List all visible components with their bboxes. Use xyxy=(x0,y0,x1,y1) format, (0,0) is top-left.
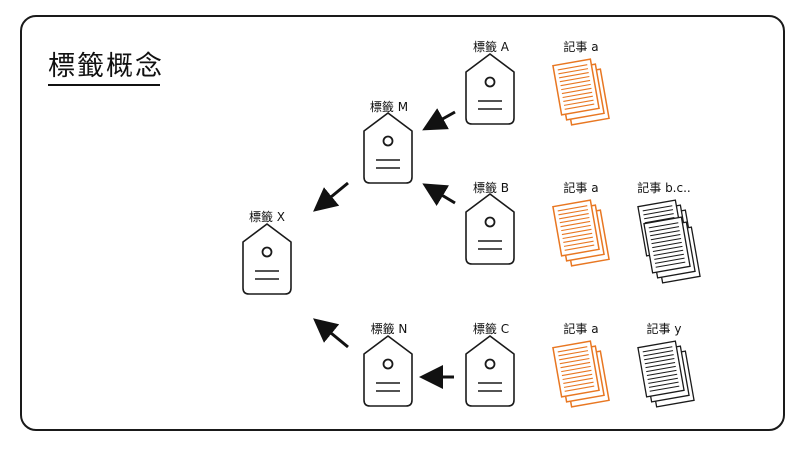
tag-x-icon xyxy=(242,223,292,295)
document-stack-icon xyxy=(553,59,609,125)
document-stack-icon xyxy=(638,341,694,407)
article-bc-label: 記事 b.c.. xyxy=(637,180,690,195)
document-stack-icon xyxy=(553,341,609,407)
tag-b-label: 標籤 B xyxy=(473,180,509,195)
article-a-row1-label: 記事 a xyxy=(563,39,598,54)
tag-m-icon xyxy=(363,112,413,184)
arrow-m-to-x xyxy=(313,181,349,212)
article-y-label: 記事 y xyxy=(647,321,682,336)
tag-c-label: 標籤 C xyxy=(473,321,509,336)
article-y: 記事 y xyxy=(638,321,694,407)
diagram-title: 標籤概念 xyxy=(48,51,164,82)
article-a-row2: 記事 a xyxy=(553,180,609,266)
tag-m: 標籤 M xyxy=(363,99,413,184)
arrow-n-to-x xyxy=(313,318,349,349)
tag-a-icon xyxy=(465,53,515,125)
tag-x: 標籤 X xyxy=(242,209,292,295)
tag-c: 標籤 C xyxy=(465,321,515,407)
tag-c-icon xyxy=(465,335,515,407)
article-a-row1: 記事 a xyxy=(553,39,609,125)
document-stack-icon xyxy=(644,217,700,283)
arrow-a-to-m xyxy=(422,108,456,131)
diagram-frame xyxy=(20,15,785,431)
tag-a: 標籤 A xyxy=(465,39,515,125)
article-a-row2-label: 記事 a xyxy=(563,180,598,195)
tag-b: 標籤 B xyxy=(465,180,515,265)
tag-a-label: 標籤 A xyxy=(473,39,510,54)
tag-n-label: 標籤 N xyxy=(371,321,408,336)
article-a-row3: 記事 a xyxy=(553,321,609,407)
title-underline xyxy=(48,84,160,86)
document-stack-icon xyxy=(553,200,609,266)
tag-b-icon xyxy=(465,193,515,265)
tag-n: 標籤 N xyxy=(363,321,413,407)
article-a-row3-label: 記事 a xyxy=(563,321,598,336)
tag-m-label: 標籤 M xyxy=(370,99,408,114)
tag-n-icon xyxy=(363,335,413,407)
article-bc: 記事 b.c.. xyxy=(637,180,700,283)
arrow-b-to-m xyxy=(422,183,456,207)
tag-x-label: 標籤 X xyxy=(249,209,285,224)
